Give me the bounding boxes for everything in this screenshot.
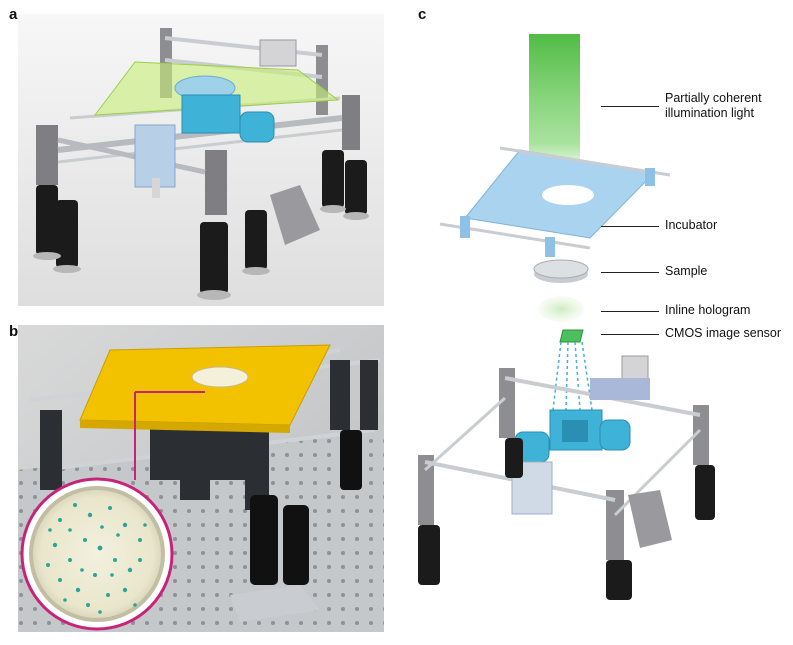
panel-a-motor-mount — [270, 185, 320, 245]
panel-c-diagram — [418, 34, 715, 600]
panel-b-photo — [18, 325, 384, 632]
leader-hologram — [601, 311, 659, 312]
leader-sample — [601, 272, 659, 273]
panel-label-a: a — [9, 6, 18, 23]
sample-dish — [533, 259, 589, 283]
panel-a-stage — [134, 94, 275, 198]
cmos-sensor — [559, 329, 584, 343]
panel-c-stage — [511, 409, 631, 515]
illumination-beam — [529, 34, 580, 180]
panel-label-c: c — [418, 6, 427, 23]
panel-label-b: b — [9, 323, 19, 340]
label-illumination-line1: Partially coherent — [665, 91, 762, 105]
leader-illumination — [601, 106, 659, 107]
panel-b-magnified-dish — [29, 486, 165, 622]
panel-c-motor-mount — [628, 490, 672, 548]
label-illumination-line2: illumination light — [665, 106, 754, 120]
incubator-plate — [439, 146, 671, 257]
panel-b-petri-dish — [191, 366, 249, 388]
label-incubator: Incubator — [665, 218, 718, 232]
label-sensor: CMOS image sensor — [665, 326, 782, 340]
panel-c-frame — [418, 355, 709, 560]
panel-b-clamp — [230, 585, 320, 622]
panel-a-legs — [36, 150, 367, 294]
label-sample: Sample — [665, 264, 708, 278]
projection-lines — [552, 341, 593, 411]
panel-a-illustration — [18, 14, 384, 306]
label-hologram: Inline hologram — [665, 303, 751, 317]
panel-b-colonies — [46, 503, 147, 614]
leader-incubator — [601, 226, 659, 227]
panel-c-legs — [418, 438, 715, 600]
leader-sensor — [601, 334, 659, 335]
inline-hologram — [538, 296, 584, 322]
panel-b-legs — [250, 430, 362, 585]
